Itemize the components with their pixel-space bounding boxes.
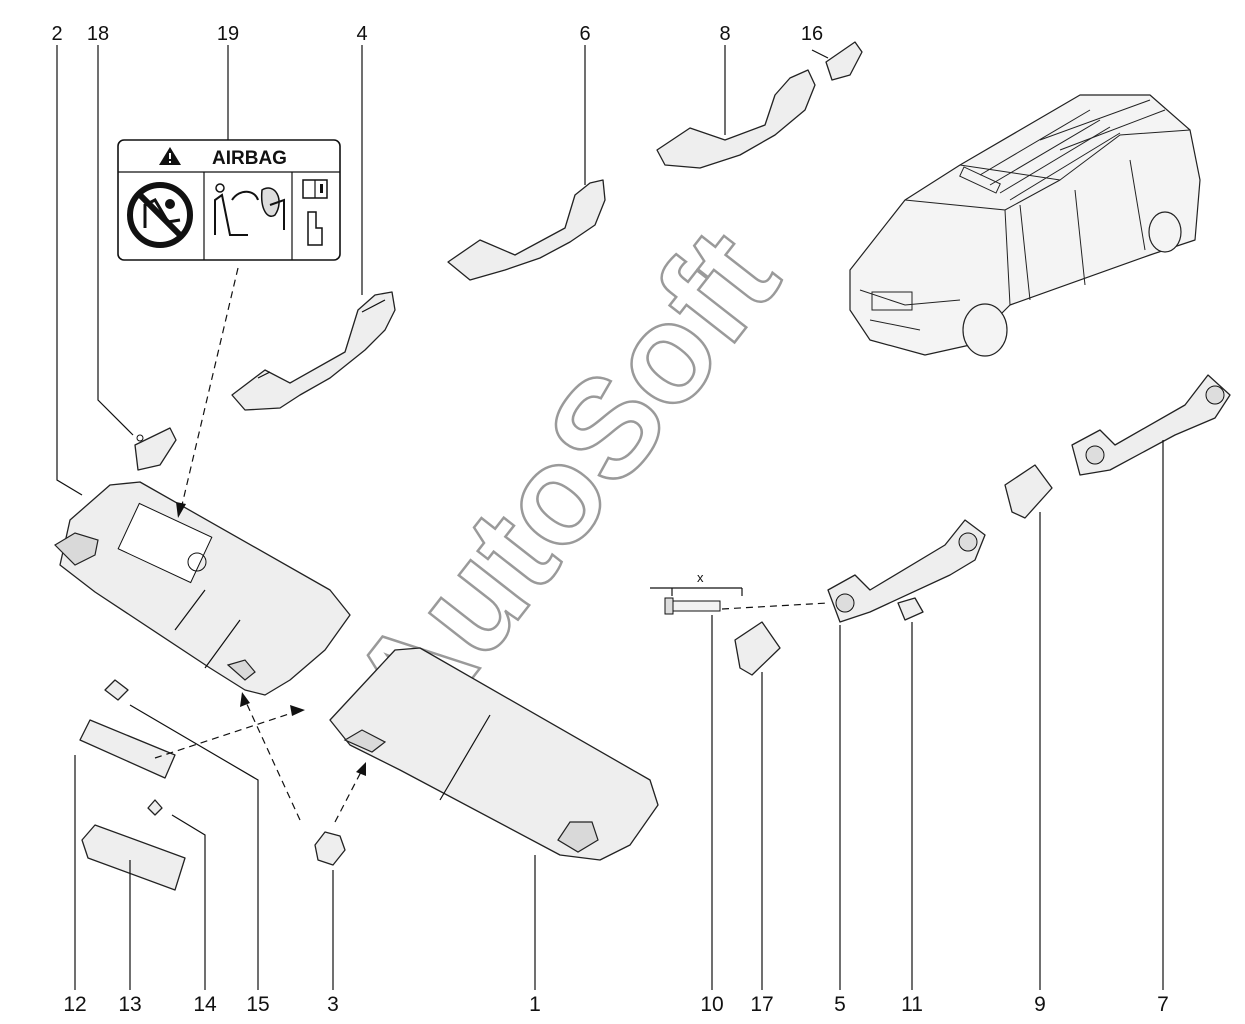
warning-triangle-icon <box>159 147 181 165</box>
sun-visor-1 <box>329 647 659 861</box>
screw-10: x <box>650 570 743 615</box>
part-number-7: 7 <box>1157 993 1169 1016</box>
part-number-16: 16 <box>801 23 823 45</box>
part-number-1: 1 <box>529 993 541 1016</box>
part-number-12: 12 <box>63 993 86 1016</box>
dimension-marker: x <box>697 570 704 585</box>
part-number-11: 11 <box>901 993 923 1016</box>
sun-visor-2 <box>54 481 351 696</box>
part-number-13: 13 <box>118 993 141 1016</box>
part-number-19: 19 <box>217 23 239 45</box>
part-number-2: 2 <box>51 23 62 45</box>
part-number-10: 10 <box>700 993 723 1016</box>
part-number-18: 18 <box>87 23 109 45</box>
cap-18 <box>134 427 177 471</box>
part-number-14: 14 <box>193 993 217 1016</box>
grab-handle-6 <box>447 179 606 281</box>
car-illustration <box>849 94 1201 357</box>
cap-16 <box>811 41 863 81</box>
rear-handles <box>734 374 1231 676</box>
grab-handle-4 <box>231 291 396 411</box>
part-number-9: 9 <box>1034 993 1046 1016</box>
no-rear-facing-child-seat-icon <box>127 182 193 248</box>
part-number-callouts: 2 18 19 4 6 8 16 12 13 14 15 3 1 10 17 5… <box>51 23 1168 1016</box>
part-number-15: 15 <box>246 993 269 1016</box>
assembly-lines <box>154 267 829 823</box>
part-number-5: 5 <box>834 993 846 1016</box>
part-number-3: 3 <box>327 993 339 1016</box>
part-number-8: 8 <box>719 23 730 45</box>
part-number-4: 4 <box>356 23 367 45</box>
airbag-label-title: AIRBAG <box>212 148 287 169</box>
manual-info-icon <box>302 179 328 246</box>
grab-handle-8 <box>656 69 816 169</box>
leader-lines <box>56 45 1164 990</box>
visor-clip-parts <box>79 679 186 891</box>
airbag-warning-label: AIRBAG <box>117 139 341 261</box>
seat-airbag-icon <box>214 183 285 236</box>
part-number-6: 6 <box>579 23 590 45</box>
clip-3 <box>314 831 346 866</box>
part-number-17: 17 <box>750 993 773 1016</box>
